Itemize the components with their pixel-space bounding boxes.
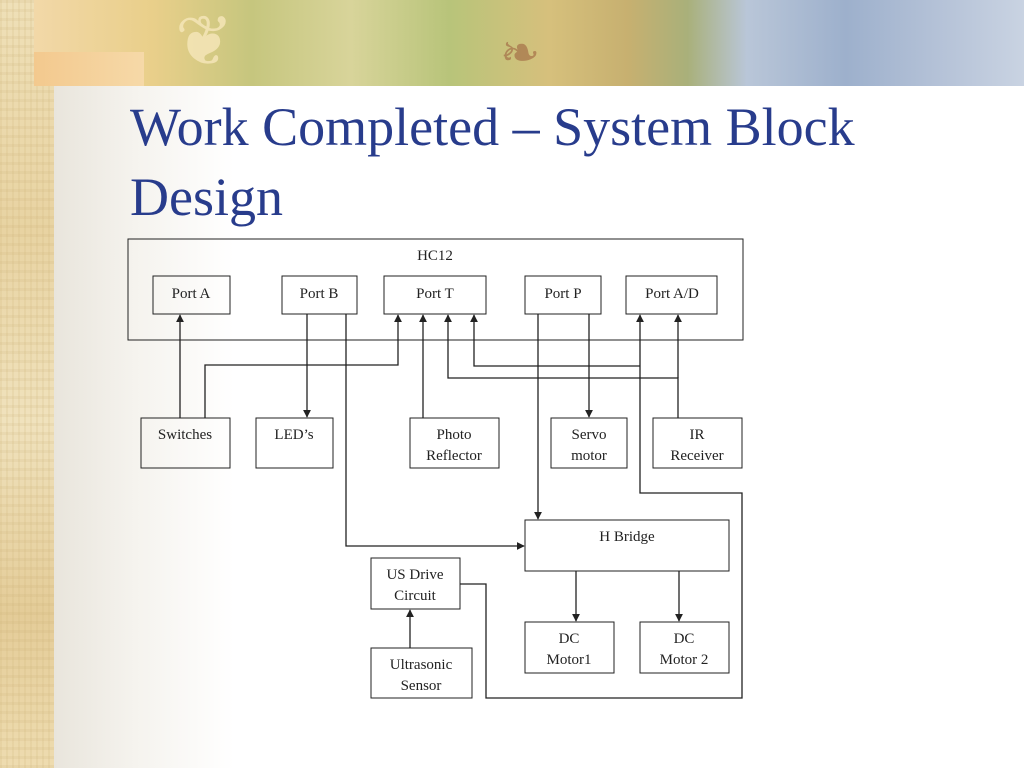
port-p-block: Port P xyxy=(524,275,602,315)
connector-port-b-to-h-bridge xyxy=(345,314,525,550)
switches-label: Switches xyxy=(158,427,212,443)
port-t-block: Port T xyxy=(383,275,487,315)
port-t-label: Port T xyxy=(416,286,454,302)
decorative-banner xyxy=(34,0,1024,86)
ultrasonic-sensor-label-line-1: Ultrasonic xyxy=(390,657,453,673)
port-b-block: Port B xyxy=(281,275,358,315)
us-drive-circuit-label-line-1: US Drive xyxy=(386,567,443,583)
port-b-label: Port B xyxy=(300,286,339,302)
leaf-icon: ❧ xyxy=(500,27,541,80)
ir-receiver-block: IR Receiver xyxy=(652,417,743,469)
connector-port-ad-to-port-t xyxy=(470,314,640,367)
port-a-label: Port A xyxy=(172,286,211,302)
switches-block: Switches xyxy=(140,417,231,469)
port-p-label: Port P xyxy=(544,286,581,302)
dc-motor2-label-line-1: DC xyxy=(674,631,695,647)
ultrasonic-sensor-block: Ultrasonic Sensor xyxy=(370,647,473,699)
servo-motor-block: Servo motor xyxy=(550,417,628,469)
servo-motor-label-line-1: Servo xyxy=(572,427,607,443)
background-fade xyxy=(54,0,234,768)
photo-reflector-block: Photo Reflector xyxy=(409,417,500,469)
leds-label: LED’s xyxy=(274,427,313,443)
leds-block: LED’s xyxy=(255,417,334,469)
connector-us-drive-to-port-ad xyxy=(460,314,743,699)
photo-reflector-label-line-2: Reflector xyxy=(426,448,482,464)
decorative-banner-accent xyxy=(34,52,144,86)
ir-receiver-label-line-2: Receiver xyxy=(670,448,723,464)
dc-motor1-label-line-2: Motor1 xyxy=(547,652,592,668)
hc12-label: HC12 xyxy=(417,248,453,264)
connector-ir-receiver-to-port-t xyxy=(444,314,679,418)
dc-motor2-block: DC Motor 2 xyxy=(639,621,730,674)
parchment-strip xyxy=(0,0,54,768)
slide-title: Work Completed – System Block Design xyxy=(130,97,855,227)
servo-motor-label-line-2: motor xyxy=(571,448,607,464)
port-ad-block: Port A/D xyxy=(625,275,718,315)
leaf-icon: ❦ xyxy=(175,4,234,81)
connector-switches-to-port-t xyxy=(204,314,402,418)
us-drive-circuit-label-line-2: Circuit xyxy=(394,588,436,604)
ultrasonic-sensor-label-line-2: Sensor xyxy=(401,678,442,694)
dc-motor1-label-line-1: DC xyxy=(559,631,580,647)
photo-reflector-label-line-1: Photo xyxy=(436,427,471,443)
h-bridge-block: H Bridge xyxy=(524,519,730,572)
port-a-block: Port A xyxy=(152,275,231,315)
port-ad-label: Port A/D xyxy=(645,286,699,302)
dc-motor2-label-line-2: Motor 2 xyxy=(660,652,709,668)
hc12-block: HC12 xyxy=(127,238,744,341)
h-bridge-label: H Bridge xyxy=(599,529,655,545)
dc-motor1-block: DC Motor1 xyxy=(524,621,615,674)
us-drive-circuit-block: US Drive Circuit xyxy=(370,557,461,610)
ir-receiver-label-line-1: IR xyxy=(690,427,705,443)
